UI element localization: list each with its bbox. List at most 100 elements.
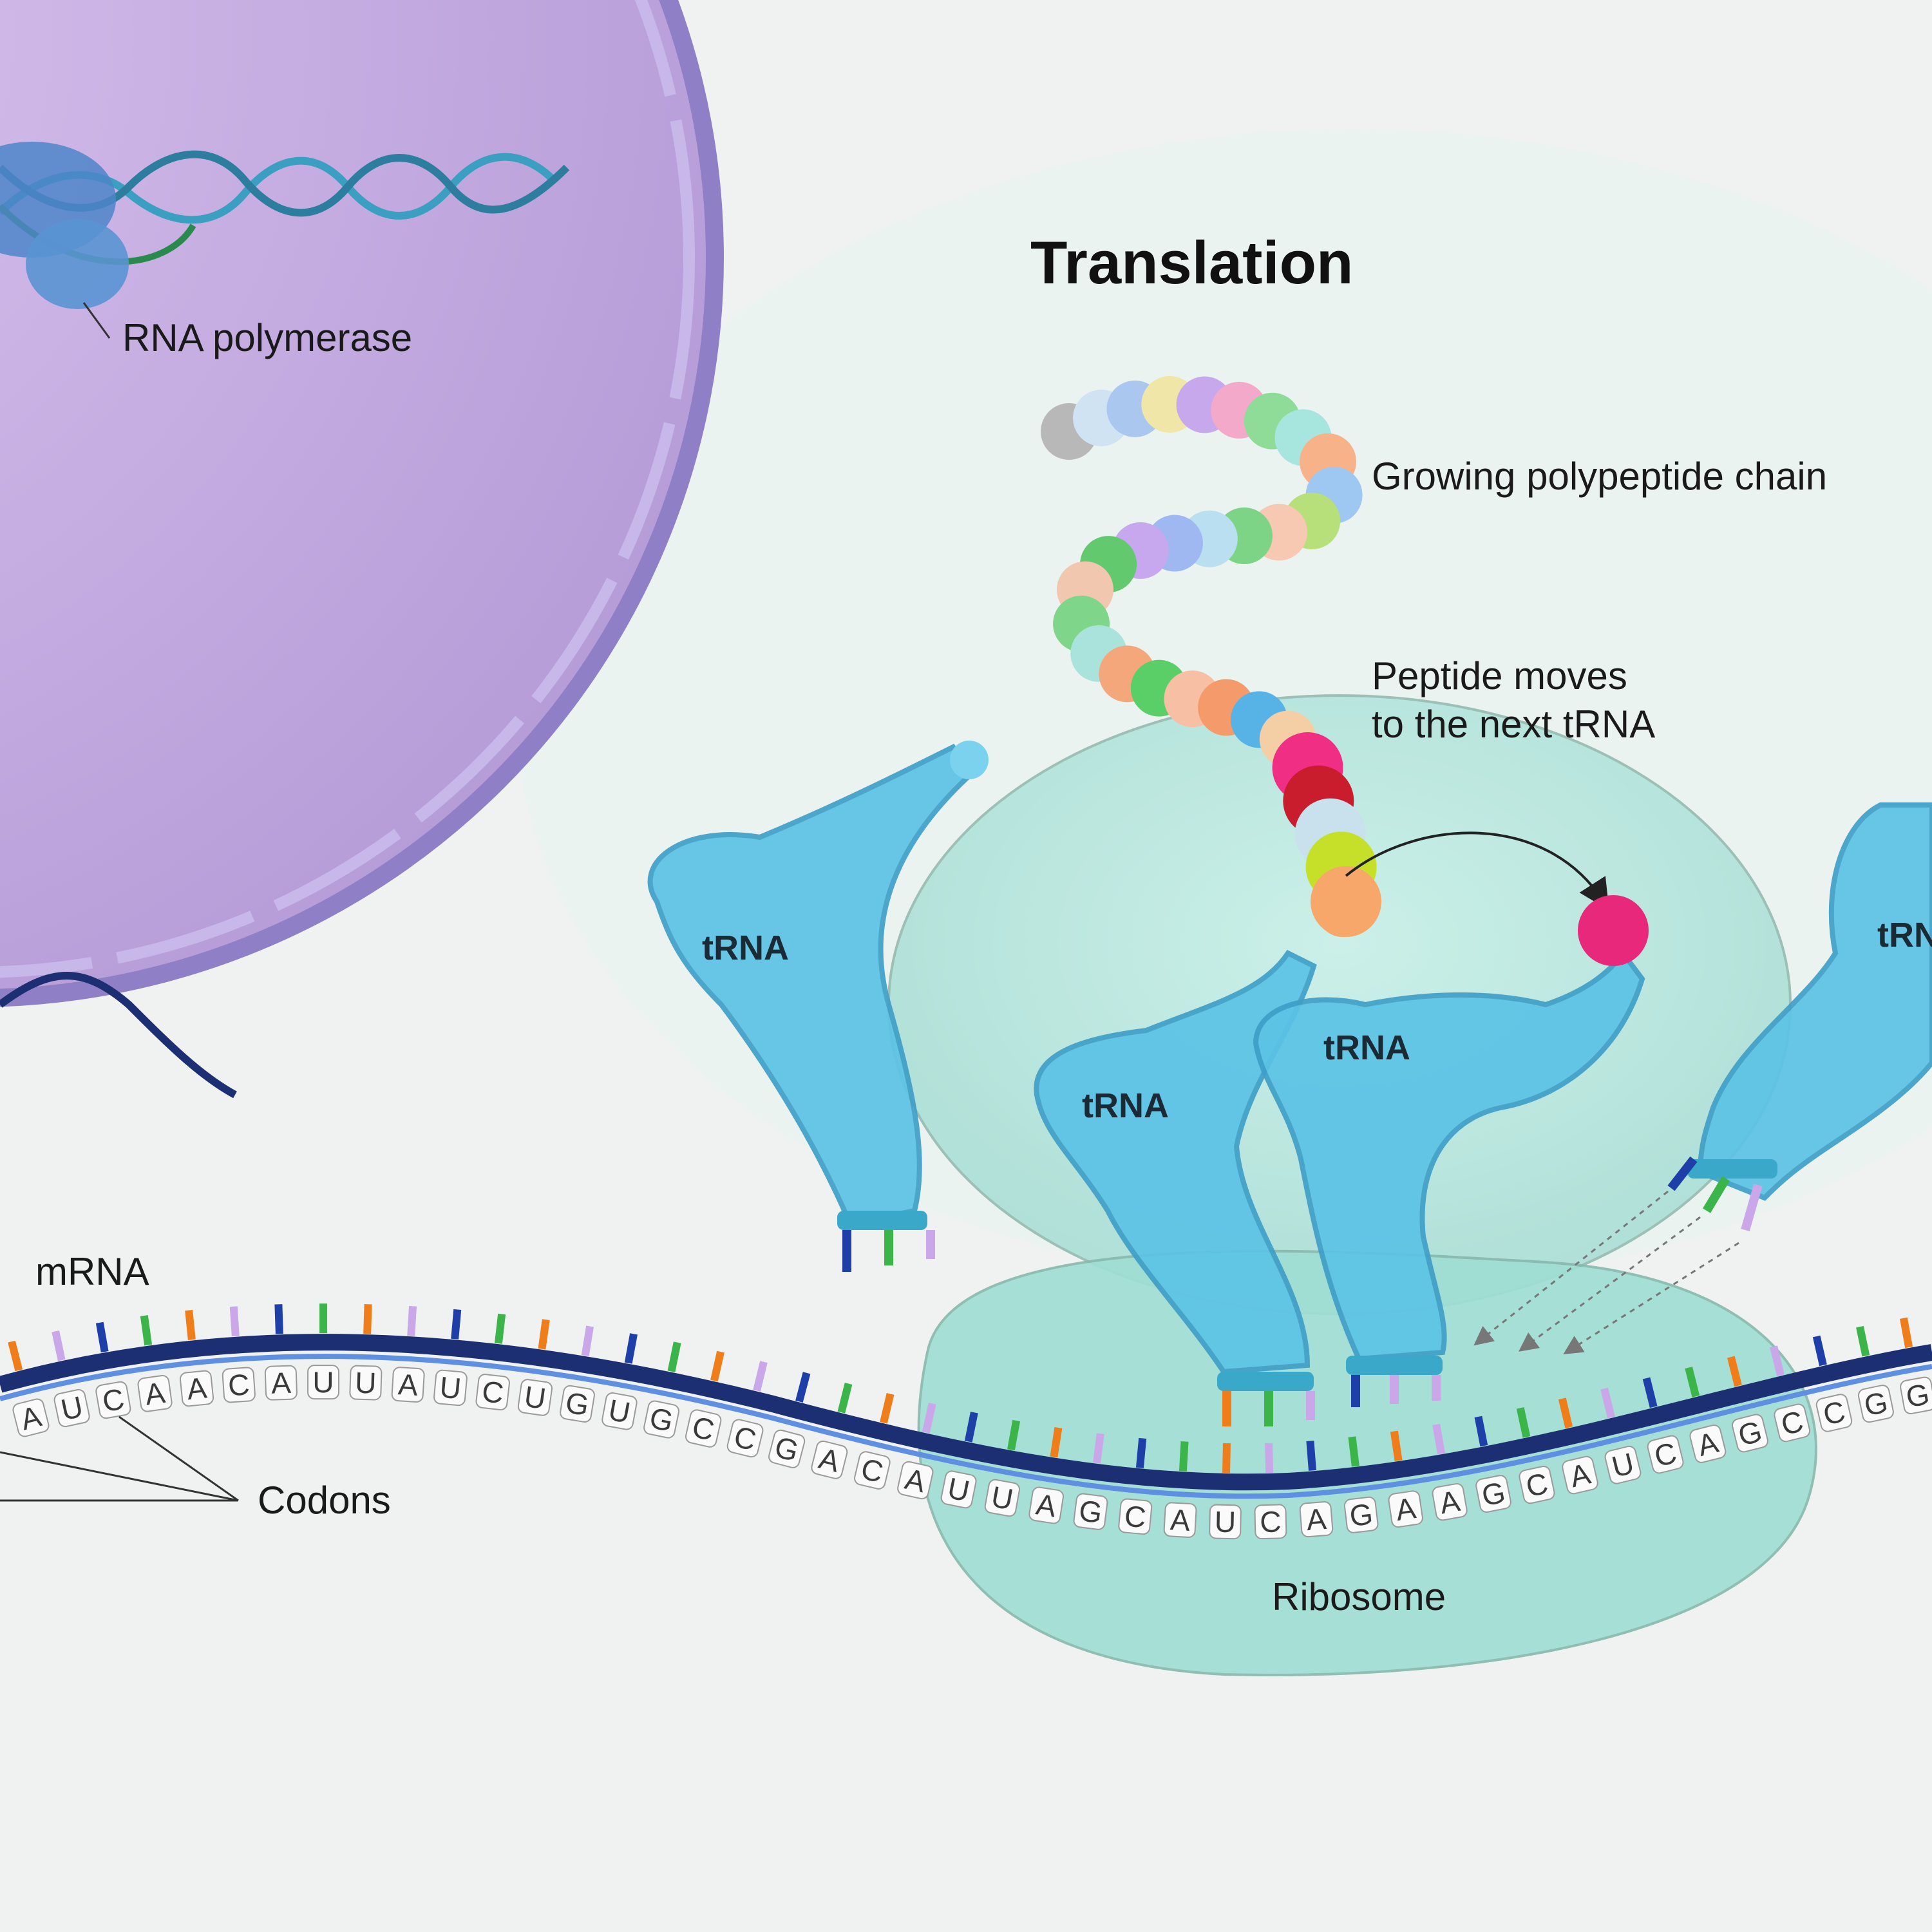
mrna-base-box xyxy=(307,1365,340,1400)
mrna-base-letter: C xyxy=(1123,1499,1148,1534)
mrna-base-letter: A xyxy=(270,1366,292,1400)
mrna-base-tick xyxy=(451,1309,462,1340)
mrna-base-box xyxy=(1163,1502,1197,1538)
mrna-base-tick xyxy=(1093,1433,1104,1464)
mrna-base-tick xyxy=(1179,1441,1189,1472)
mrna-base-letter: U xyxy=(312,1365,334,1399)
mrna-base-box xyxy=(1815,1394,1853,1432)
mrna-base-tick xyxy=(95,1321,109,1353)
mrna-base-tick xyxy=(1348,1436,1359,1467)
mrna-base-tick xyxy=(1558,1397,1573,1428)
mrna-base-letter: U xyxy=(439,1370,463,1406)
mrna-base-tick xyxy=(538,1319,550,1350)
polypeptide-label: Growing polypeptide chain xyxy=(1372,455,1827,498)
mrna-base-box xyxy=(1118,1498,1153,1535)
mrna-base-box xyxy=(940,1470,977,1509)
trna-3 xyxy=(1253,949,1645,1407)
mrna-base-letter: C xyxy=(227,1367,251,1402)
mrna-base-box xyxy=(1299,1501,1334,1538)
mrna-base-box xyxy=(1519,1465,1555,1504)
mrna-base-box xyxy=(1388,1490,1423,1528)
mrna-base-box xyxy=(349,1365,383,1401)
mrna-base-box xyxy=(95,1381,131,1419)
mrna-base-box xyxy=(517,1379,553,1416)
next-amino-acid xyxy=(1578,895,1649,966)
mrna-base-box xyxy=(897,1461,934,1500)
mrna-base-box xyxy=(1774,1403,1811,1443)
mrna-base-tick xyxy=(880,1393,895,1424)
mrna-base-box xyxy=(1343,1496,1379,1533)
mrna-base-tick xyxy=(964,1412,978,1443)
mrna-base-tick xyxy=(1600,1387,1615,1419)
mrna-base-tick xyxy=(1856,1325,1870,1357)
mrna-base-tick xyxy=(1474,1416,1488,1447)
mrna-base-tick xyxy=(8,1340,23,1372)
mrna-base-box xyxy=(222,1367,256,1403)
mrna-base-letter: U xyxy=(522,1379,548,1416)
mrna-base-box xyxy=(1562,1455,1598,1495)
mrna-base-box xyxy=(1475,1475,1511,1513)
mrna-base-letter: A xyxy=(1305,1502,1328,1537)
mrna-base-box xyxy=(264,1365,298,1401)
mrna-base-tick xyxy=(407,1305,417,1336)
mrna-base-box xyxy=(1432,1483,1468,1521)
mrna-base-tick xyxy=(1899,1317,1913,1349)
mrna-base-box xyxy=(1604,1445,1642,1484)
mrna-base-box xyxy=(811,1440,848,1479)
codons-pointers xyxy=(0,1416,239,1502)
trna-4 xyxy=(1667,802,1932,1231)
mrna-base-box xyxy=(685,1409,722,1448)
mrna-base-tick xyxy=(710,1350,724,1382)
mrna-base-tick xyxy=(1770,1345,1785,1376)
mrna-base-tick xyxy=(1050,1426,1063,1458)
mrna-base-tick xyxy=(1432,1423,1445,1455)
ribosome-label: Ribosome xyxy=(1272,1575,1446,1618)
mrna-base-letter: G xyxy=(1077,1493,1104,1530)
mrna-base-box xyxy=(643,1400,680,1439)
mrna-base-letter: G xyxy=(564,1385,592,1422)
exiting-mrna xyxy=(0,972,237,1099)
mrna-base-letter: A xyxy=(397,1367,419,1402)
peptide-moves-label-line2: to the next tRNA xyxy=(1372,703,1655,746)
mrna-base-box xyxy=(984,1479,1020,1517)
trna-label-4: tRN xyxy=(1877,916,1932,954)
mrna-base-box xyxy=(12,1398,50,1437)
mrna-base-letter: A xyxy=(1170,1502,1191,1537)
mrna-base-tick xyxy=(1685,1367,1700,1397)
mrna-base-tick xyxy=(1135,1437,1147,1468)
mrna-base-tick xyxy=(753,1361,768,1392)
mrna-base-letter: U xyxy=(1214,1505,1236,1539)
peptide-moves-label-line1: Peptide moves xyxy=(1372,654,1627,697)
rna-polymerase-pointer xyxy=(82,302,111,339)
mrna-base-letter: C xyxy=(1260,1504,1282,1539)
mrna-base-box xyxy=(1732,1414,1768,1453)
mrna-base-tick xyxy=(185,1309,196,1340)
mrna-base-tick xyxy=(1007,1419,1021,1451)
mrna-base-tick xyxy=(922,1403,936,1434)
mrna-base-box xyxy=(1254,1504,1287,1540)
mrna-base-tick xyxy=(837,1383,853,1414)
mrna-base-letter: A xyxy=(185,1371,209,1406)
mrna-base-tick xyxy=(667,1341,681,1372)
codon-guide-arrows xyxy=(1473,1190,1739,1355)
mrna-base-box xyxy=(179,1370,214,1407)
mrna-base-box xyxy=(768,1429,806,1468)
mrna-label: mRNA xyxy=(35,1250,149,1293)
mrna-base-box xyxy=(1209,1504,1242,1540)
trna-label-1: tRNA xyxy=(702,929,789,967)
mrna-base-box xyxy=(726,1419,764,1458)
trna-label-2: tRNA xyxy=(1082,1086,1169,1125)
mrna-base-tick xyxy=(494,1313,506,1344)
mrna-base-tick xyxy=(140,1315,153,1346)
trna-1 xyxy=(647,741,989,1272)
mrna-base-box xyxy=(137,1375,173,1412)
mrna-base-tick xyxy=(624,1333,638,1364)
mrna-base-box xyxy=(1900,1376,1932,1415)
mrna-base-letter: U xyxy=(354,1366,377,1400)
mrna-base-tick xyxy=(274,1304,283,1334)
mrna-base-box xyxy=(1857,1385,1894,1423)
mrna-base-box xyxy=(1647,1435,1684,1474)
mrna-base-box xyxy=(1073,1493,1108,1530)
